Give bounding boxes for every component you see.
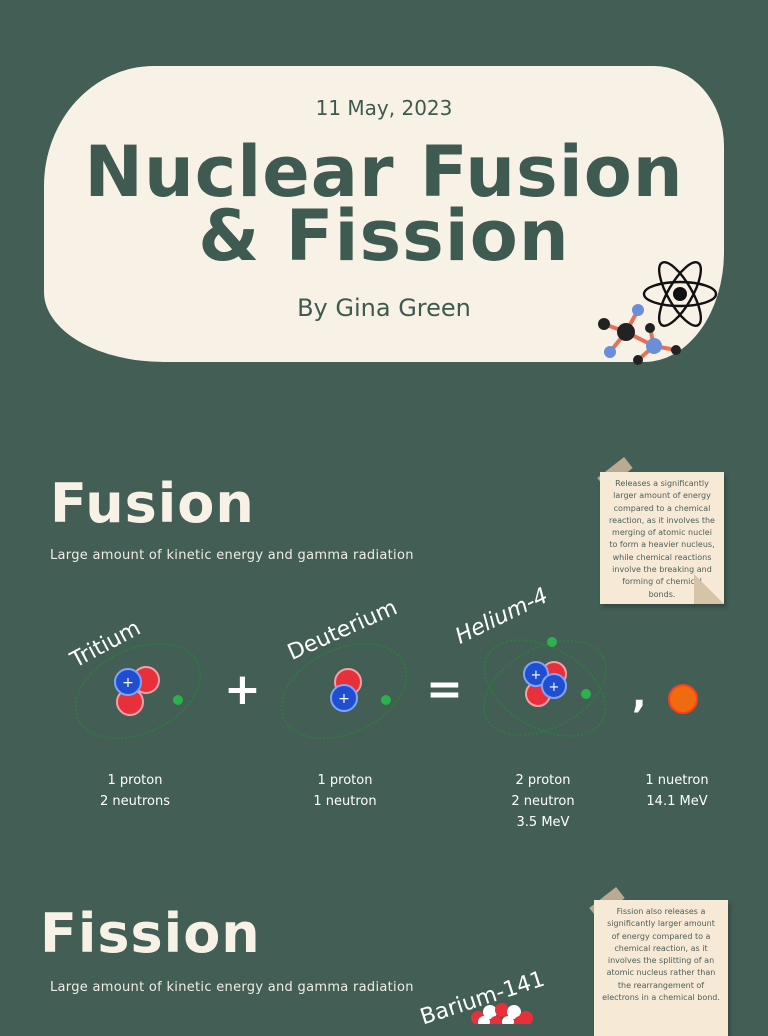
svg-text:+: + bbox=[338, 691, 350, 707]
svg-text:+: + bbox=[531, 668, 542, 683]
plus-sign: + bbox=[224, 664, 261, 715]
caption-line: 1 neutron bbox=[313, 794, 377, 809]
title-card bbox=[44, 66, 724, 362]
title-line-1: Nuclear Fusion bbox=[84, 131, 684, 213]
caption-line: 14.1 MeV bbox=[646, 794, 708, 809]
caption-line: 2 neutrons bbox=[99, 794, 170, 809]
deuterium-caption: 1 proton 1 neutron bbox=[290, 770, 400, 812]
fission-note: Fission also releases a significantly la… bbox=[594, 900, 728, 1036]
helium-atom: + + bbox=[483, 637, 607, 737]
caption-line: 2 neutron bbox=[511, 794, 575, 809]
svg-text:+: + bbox=[549, 680, 560, 695]
caption-line: 1 proton bbox=[107, 773, 163, 788]
deuterium-atom: + bbox=[280, 643, 408, 739]
fusion-subtitle: Large amount of kinetic energy and gamma… bbox=[50, 548, 414, 563]
caption-line: 3.5 MeV bbox=[516, 815, 570, 830]
fission-heading: Fission bbox=[40, 902, 261, 965]
title-line-2: & Fission bbox=[198, 195, 570, 277]
free-neutron bbox=[668, 684, 698, 714]
page-title: Nuclear Fusion & Fission bbox=[60, 131, 708, 277]
caption-line: 1 proton bbox=[317, 773, 373, 788]
tritium-caption: 1 proton 2 neutrons bbox=[80, 770, 190, 812]
tritium-atom: + bbox=[74, 643, 202, 739]
author-text: By Gina Green bbox=[297, 294, 471, 322]
fission-subtitle: Large amount of kinetic energy and gamma… bbox=[50, 980, 414, 995]
helium-caption: 2 proton 2 neutron 3.5 MeV bbox=[488, 770, 598, 833]
molecule-icon bbox=[598, 304, 681, 365]
comma-separator: , bbox=[632, 672, 647, 716]
barium-nucleus bbox=[471, 1003, 533, 1024]
date-text: 11 May, 2023 bbox=[315, 96, 453, 120]
fusion-heading: Fusion bbox=[50, 472, 255, 535]
equals-sign: = bbox=[426, 664, 463, 715]
neutron-caption: 1 nuetron 14.1 MeV bbox=[622, 770, 732, 812]
svg-text:+: + bbox=[122, 675, 134, 691]
note-fold bbox=[694, 574, 724, 604]
caption-line: 2 proton bbox=[515, 773, 571, 788]
fusion-note: Releases a significantly larger amount o… bbox=[600, 472, 724, 604]
caption-line: 1 nuetron bbox=[645, 773, 709, 788]
atom-icon bbox=[642, 261, 718, 327]
